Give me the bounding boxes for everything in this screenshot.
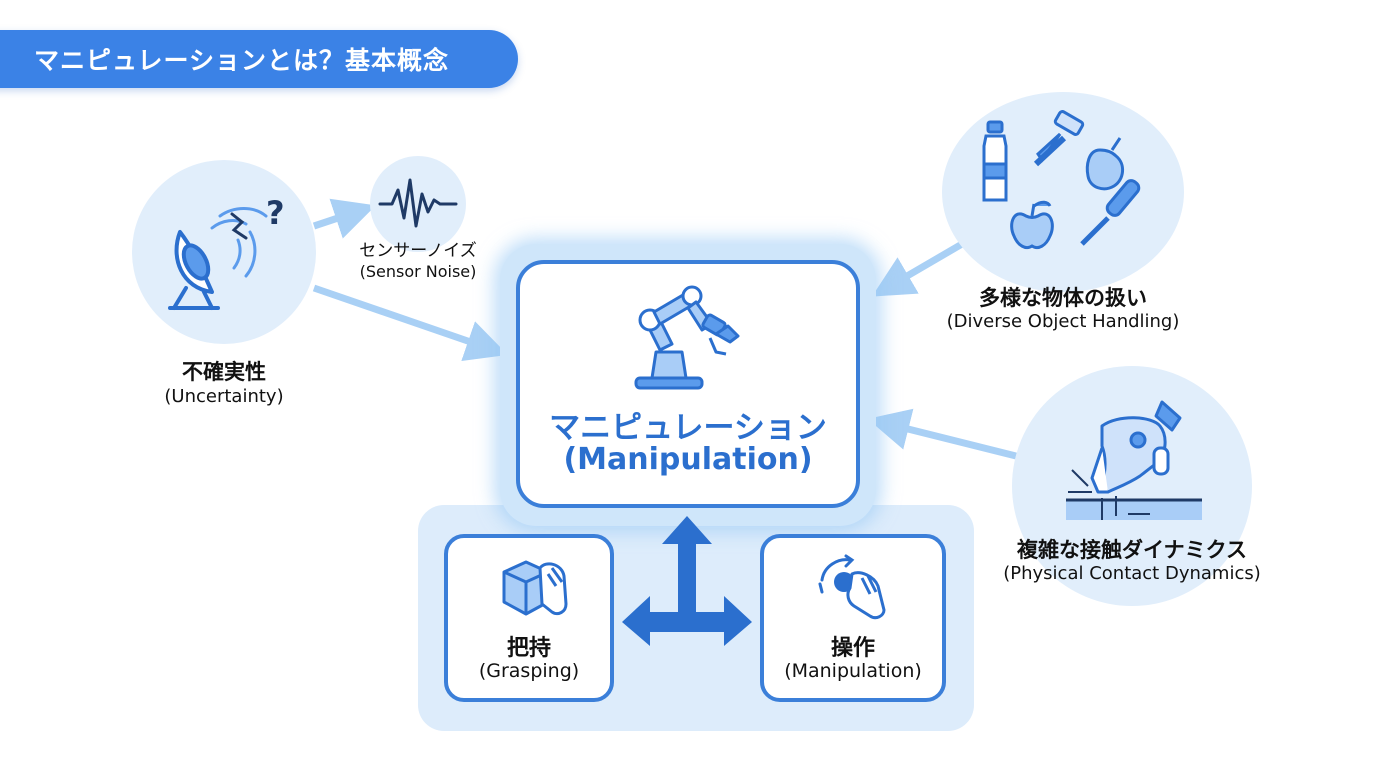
page-title: マニピュレーションとは？基本概念 bbox=[0, 30, 518, 88]
arrow-uncertainty-to-center bbox=[312, 284, 508, 362]
center-label-ja: マニピュレーション bbox=[549, 410, 827, 446]
sensor-noise-label-en: (Sensor Noise) bbox=[359, 262, 477, 281]
screwdriver-icon bbox=[1080, 179, 1141, 246]
objects-icon-group bbox=[982, 110, 1141, 250]
manipulation-op-box bbox=[760, 534, 946, 702]
robot-arm-icon bbox=[634, 285, 740, 390]
arrow-contact-to-center bbox=[867, 408, 1017, 460]
uncertainty-label-ja: 不確実性 bbox=[182, 360, 266, 384]
rotate-knob-icon bbox=[818, 554, 886, 620]
uncertainty-circle bbox=[132, 160, 316, 344]
uncertainty-label-en: (Uncertainty) bbox=[164, 386, 284, 407]
sensor-noise-label-ja: センサーノイズ bbox=[359, 241, 477, 261]
grasping-label-en: (Grasping) bbox=[478, 660, 580, 682]
diverse-objects-label-ja: 多様な物体の扱い bbox=[979, 286, 1147, 310]
satellite-dish-icon bbox=[168, 207, 268, 310]
manipulation-op-label-ja: 操作 bbox=[830, 636, 875, 661]
contact-dynamics-circle bbox=[1012, 366, 1252, 606]
robot-hand-icon bbox=[1066, 400, 1202, 520]
apple-icon bbox=[1010, 200, 1054, 250]
arrow-uncertainty-to-noise bbox=[312, 198, 376, 239]
contact-dynamics-label-ja: 複雑な接触ダイナミクス bbox=[1017, 538, 1247, 562]
waveform-icon bbox=[378, 178, 458, 228]
manipulation-op-label-en: (Manipulation) bbox=[784, 660, 922, 682]
grasping-label-ja: 把持 bbox=[506, 636, 551, 661]
contact-dynamics-label-en: (Physical Contact Dynamics) bbox=[1003, 563, 1261, 584]
four-way-arrow-icon bbox=[622, 516, 752, 646]
grasp-cube-icon bbox=[502, 560, 568, 616]
grasping-box bbox=[444, 534, 614, 702]
screw-icon bbox=[1033, 110, 1085, 167]
question-mark-icon: ? bbox=[266, 194, 285, 232]
pear-icon bbox=[1085, 137, 1124, 191]
center-label-en: (Manipulation) bbox=[563, 442, 813, 477]
diverse-objects-label-en: (Diverse Object Handling) bbox=[946, 311, 1180, 332]
bottle-icon bbox=[982, 120, 1008, 202]
